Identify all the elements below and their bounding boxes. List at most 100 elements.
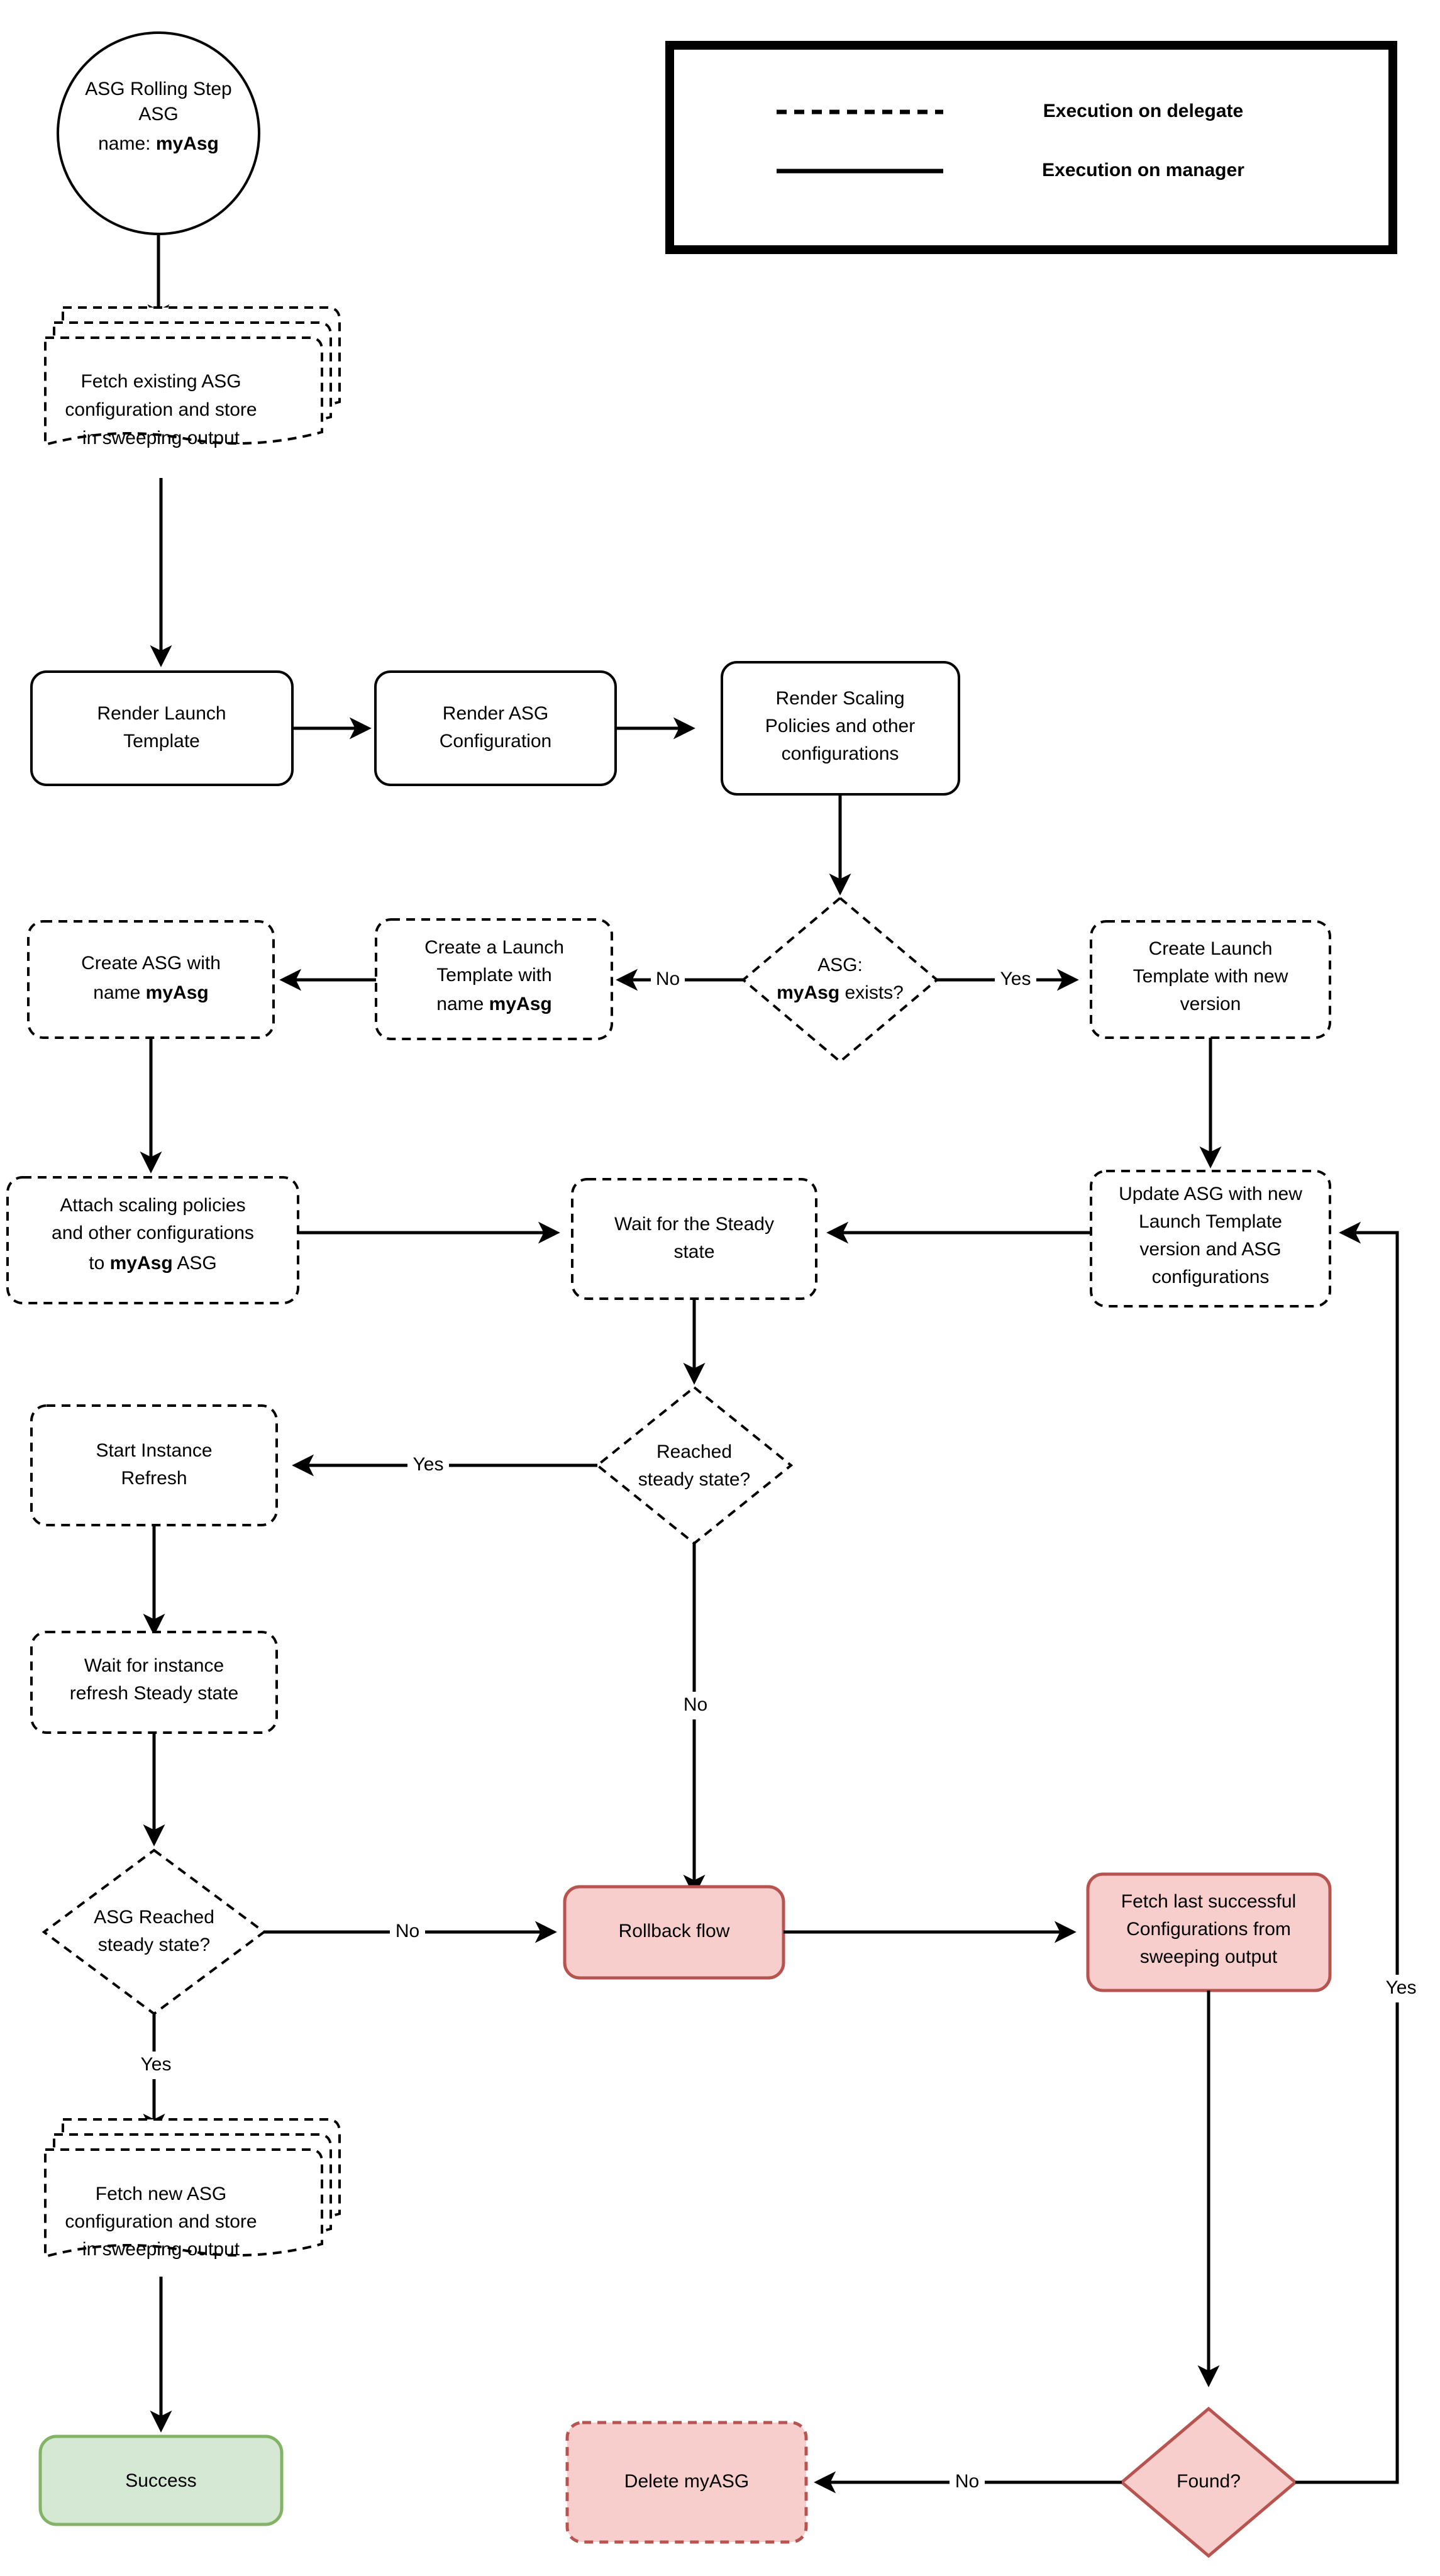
node-wait-instance-refresh[interactable]: Wait for instance refresh Steady state	[30, 1631, 278, 1734]
node-create-launch-template-version[interactable]: Create Launch Template with new version	[1090, 920, 1331, 1039]
node-fetch-new-asg[interactable]: Fetch new ASG configuration and store in…	[44, 2118, 341, 2260]
start-instance-refresh-line-1: Start Instance	[96, 1440, 212, 1461]
node-rollback-flow[interactable]: Rollback flow	[563, 1885, 785, 1980]
edge-label-asg-reached-yes: Yes	[141, 2054, 172, 2075]
attach-policies-prefix: to	[89, 1253, 109, 1274]
node-attach-scaling-policies[interactable]: Attach scaling policies and other config…	[6, 1176, 299, 1304]
fetch-existing-line-2: configuration and store	[65, 399, 257, 420]
attach-policies-bold: myAsg	[110, 1253, 173, 1274]
create-asg-name-bold: myAsg	[146, 982, 209, 1003]
reached-steady-line-2: steady state?	[638, 1469, 750, 1490]
node-render-scaling-policies[interactable]: Render Scaling Policies and other config…	[721, 661, 960, 796]
render-launch-template-line-2: Template	[123, 731, 200, 752]
legend-label-delegate: Execution on delegate	[1043, 101, 1243, 121]
edge-label-reached-steady-yes: Yes	[413, 1454, 444, 1475]
edge-label-found-no: No	[955, 2471, 979, 2492]
label-bg-no-3	[390, 1918, 425, 1946]
node-fetch-last-successful[interactable]: Fetch last successful Configurations fro…	[1086, 1872, 1332, 1992]
reached-steady-line-1: Reached	[656, 1441, 732, 1462]
legend-label-manager: Execution on manager	[1042, 160, 1244, 180]
render-scaling-policies-line-1: Render Scaling	[775, 688, 904, 709]
legend-box	[665, 41, 1397, 254]
wait-instance-refresh-line-2: refresh Steady state	[70, 1683, 238, 1704]
attach-scaling-policies-shape	[6, 1176, 299, 1304]
asg-exists-decision-line-2: myAsg exists?	[777, 982, 904, 1003]
node-create-asg-name[interactable]: Create ASG with name myAsg	[27, 920, 275, 1039]
attach-scaling-policies-line-2: and other configurations	[52, 1223, 254, 1243]
node-wait-steady-state[interactable]: Wait for the Steady state	[571, 1178, 817, 1300]
fetch-existing-sheet-front	[44, 336, 323, 447]
node-asg-reached-steady-decision[interactable]: ASG Reached steady state?	[42, 1848, 267, 2016]
start-instance-refresh-shape	[30, 1404, 278, 1526]
asg-exists-decision-bold: myAsg	[777, 982, 839, 1003]
start-instance-refresh-line-2: Refresh	[121, 1468, 187, 1489]
asg-exists-decision-rest: exists?	[839, 982, 904, 1003]
success-shape	[38, 2434, 284, 2526]
create-asg-name-line-2: name myAsg	[93, 982, 208, 1003]
create-launch-template-name-line-1: Create a Launch	[424, 937, 564, 958]
wait-instance-refresh-line-1: Wait for instance	[84, 1655, 224, 1676]
node-render-asg-configuration[interactable]: Render ASG Configuration	[374, 670, 617, 786]
render-launch-template-shape	[30, 670, 294, 786]
label-bg-no-2	[678, 1692, 713, 1719]
create-lt-version-line-2: Template with new	[1133, 966, 1288, 987]
asg-exists-decision-shape	[741, 896, 939, 1063]
create-lt-name-prefix: name	[436, 994, 489, 1014]
node-render-launch-template[interactable]: Render Launch Template	[30, 670, 294, 786]
fetch-existing-line-3: in sweeping output	[82, 428, 240, 448]
fetch-last-successful-line-2: Configurations from	[1126, 1919, 1291, 1940]
node-success[interactable]: Success	[38, 2434, 284, 2526]
create-launch-template-name-shape	[375, 918, 613, 1040]
update-asg-shape	[1090, 1170, 1331, 1307]
render-asg-configuration-shape	[374, 670, 617, 786]
label-bg-yes-4	[1378, 1975, 1420, 2002]
label-bg-yes-2	[407, 1452, 449, 1479]
node-delete-myasg[interactable]: Delete myASG	[565, 2421, 808, 2544]
fetch-existing-line-1: Fetch existing ASG	[80, 371, 241, 392]
edge-label-asg-exists-no: No	[656, 969, 680, 989]
node-fetch-existing[interactable]: Fetch existing ASG configuration and sto…	[44, 306, 341, 448]
rollback-flow-label: Rollback flow	[619, 1921, 730, 1941]
delete-myasg-label: Delete myASG	[624, 2471, 749, 2492]
attach-scaling-policies-line-1: Attach scaling policies	[60, 1195, 245, 1216]
success-label: Success	[125, 2470, 196, 2491]
delete-myasg-shape	[565, 2421, 808, 2544]
create-lt-version-line-3: version	[1180, 994, 1241, 1014]
asg-reached-steady-line-1: ASG Reached	[94, 1907, 214, 1928]
label-bg-yes-3	[135, 2051, 177, 2079]
create-launch-template-name-line-2: Template with	[436, 965, 551, 985]
update-asg-line-2: Launch Template	[1139, 1211, 1282, 1232]
found-decision-shape	[1119, 2406, 1298, 2558]
label-bg-no-4	[950, 2468, 985, 2496]
edge-label-found-yes: Yes	[1386, 1977, 1417, 1998]
fetch-new-asg-sheet-front	[44, 2148, 323, 2258]
start-name-prefix: name:	[98, 133, 156, 154]
create-lt-name-bold: myAsg	[489, 994, 552, 1014]
fetch-last-successful-line-1: Fetch last successful	[1121, 1891, 1296, 1912]
start-line-2: ASG	[138, 104, 178, 125]
create-launch-template-name-line-3: name myAsg	[436, 994, 551, 1014]
render-scaling-policies-line-2: Policies and other	[765, 716, 915, 736]
wait-steady-state-shape	[571, 1178, 817, 1300]
node-asg-exists-decision[interactable]: ASG: myAsg exists?	[741, 896, 939, 1063]
update-asg-line-1: Update ASG with new	[1119, 1184, 1302, 1204]
node-start[interactable]: ASG Rolling Step ASG name: myAsg	[57, 31, 260, 235]
edge-label-asg-exists-yes: Yes	[1000, 969, 1031, 989]
start-name-value: myAsg	[156, 133, 219, 154]
render-asg-configuration-line-1: Render ASG	[443, 703, 548, 724]
wait-steady-state-line-1: Wait for the Steady	[614, 1214, 774, 1235]
node-create-launch-template-name[interactable]: Create a Launch Template with name myAsg	[375, 918, 613, 1040]
render-scaling-policies-line-3: configurations	[782, 743, 899, 764]
node-start-instance-refresh[interactable]: Start Instance Refresh	[30, 1404, 278, 1526]
edge-found-yes	[1295, 1221, 1399, 2484]
update-asg-line-4: configurations	[1152, 1267, 1270, 1287]
legend: Execution on delegate Execution on manag…	[665, 41, 1397, 254]
node-update-asg[interactable]: Update ASG with new Launch Template vers…	[1090, 1170, 1331, 1307]
start-name-line: name: myAsg	[98, 133, 219, 154]
edge-label-reached-steady-no: No	[684, 1694, 707, 1715]
attach-policies-suffix: ASG	[173, 1253, 217, 1274]
node-found-decision[interactable]: Found?	[1119, 2406, 1298, 2558]
node-reached-steady-decision[interactable]: Reached steady state?	[595, 1385, 794, 1545]
